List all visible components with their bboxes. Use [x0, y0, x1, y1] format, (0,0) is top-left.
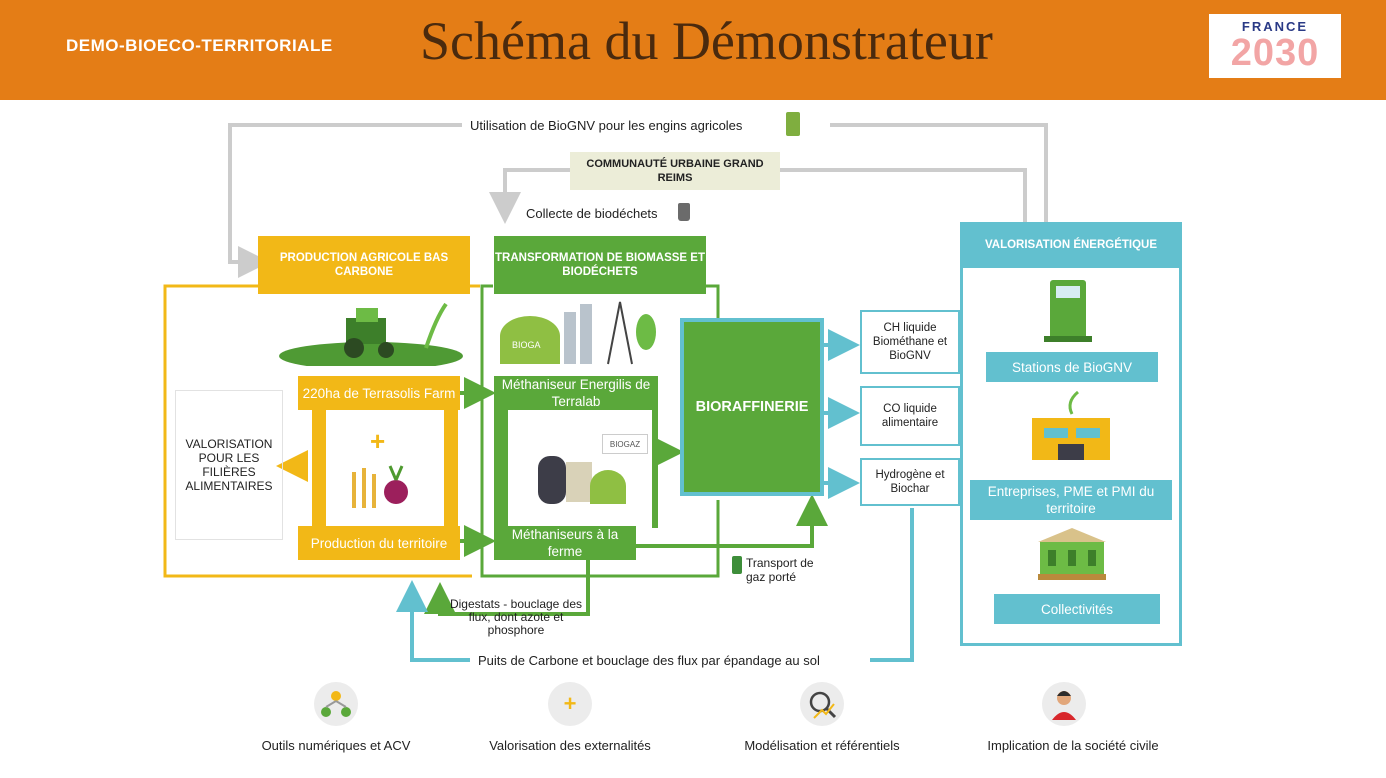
bottom-label-valorisation: Valorisation des externalités — [489, 738, 651, 753]
transport-gaz-label: Transport de gaz porté — [746, 556, 814, 584]
communaute-urbaine-box: COMMUNAUTÉ URBAINE GRAND REIMS — [570, 152, 780, 190]
production-agricole-title: PRODUCTION AGRICOLE BAS CARBONE — [258, 236, 470, 294]
entreprises-box: Entreprises, PME et PMI du territoire — [970, 480, 1172, 520]
puits-carbone-label: Puits de Carbone et bouclage des flux pa… — [478, 653, 820, 668]
production-territoire-box: Production du territoire — [298, 526, 460, 560]
output-hydrogene: Hydrogène et Biochar — [860, 458, 960, 506]
france-2030-logo: FRANCE 2030 — [1209, 14, 1341, 78]
network-icon — [314, 682, 358, 726]
plus-icon: + — [548, 682, 592, 726]
output-ch-liquide: CH liquide Biométhane et BioGNV — [860, 310, 960, 374]
project-name: DEMO-BIOECO-TERRITORIALE — [66, 36, 333, 55]
gas-bottle-icon — [732, 556, 742, 574]
logo-text-top: FRANCE — [1241, 19, 1309, 34]
bioraffinerie-box: BIORAFFINERIE — [680, 318, 824, 496]
bottom-label-modelisation: Modélisation et référentiels — [744, 738, 900, 753]
biognv-engins-label: Utilisation de BioGNV pour les engins ag… — [470, 118, 743, 133]
digestats-label: Digestats - bouclage des flux, dont azot… — [449, 597, 583, 637]
puits-carbone-arrow — [870, 508, 914, 662]
production-inner — [312, 410, 458, 528]
gas-station-icon — [1044, 280, 1092, 342]
biognv-engins-arrow — [228, 123, 1048, 278]
wheat-beet-icon — [352, 465, 408, 508]
biogaz-tag: BIOGAZ — [602, 434, 648, 454]
biogas-plant-icon — [500, 301, 656, 365]
methaniseur-energilis-box: Méthaniseur Energilis de Terralab — [494, 376, 658, 410]
fuel-pump-icon — [786, 112, 800, 136]
header-bar: DEMO-BIOECO-TERRITORIALE Schéma du Démon… — [0, 0, 1386, 100]
transformation-frame — [480, 284, 720, 578]
bottom-label-implication: Implication de la société civile — [987, 738, 1159, 753]
terrasolis-farm-box: 220ha de Terrasolis Farm — [298, 376, 460, 410]
town-hall-icon — [1038, 528, 1106, 580]
trash-bin-icon — [678, 203, 690, 221]
collecte-label: Collecte de biodéchets — [526, 206, 658, 221]
tractor-field-icon — [279, 302, 463, 366]
bottom-label-outils: Outils numériques et ACV — [261, 738, 411, 753]
logo-text-number: 2030 — [1230, 32, 1320, 74]
page-title: Schéma du Démonstrateur — [420, 11, 993, 71]
production-frame — [163, 284, 472, 578]
person-icon — [1042, 682, 1086, 726]
digestats-arrow — [424, 556, 590, 616]
methaniseur-icon — [538, 456, 626, 504]
valorisation-energetique-title: VALORISATION ÉNERGÉTIQUE — [960, 222, 1182, 268]
output-co-liquide: CO liquide alimentaire — [860, 386, 960, 446]
factory-icon — [1032, 390, 1110, 460]
magnifier-chart-icon — [800, 682, 844, 726]
plus-sign: + — [370, 426, 386, 456]
collectivites-box: Collectivités — [994, 594, 1160, 624]
collecte-arrow — [489, 168, 1027, 224]
methaniseurs-ferme-box: Méthaniseurs à la ferme — [494, 526, 636, 560]
transformation-title: TRANSFORMATION DE BIOMASSE ET BIODÉCHETS — [494, 236, 706, 294]
stations-biognv-box: Stations de BioGNV — [986, 352, 1158, 382]
valorisation-alimentaire-box: VALORISATION POUR LES FILIÈRES ALIMENTAI… — [175, 390, 283, 540]
bioga-tag: BIOGA — [512, 340, 541, 350]
